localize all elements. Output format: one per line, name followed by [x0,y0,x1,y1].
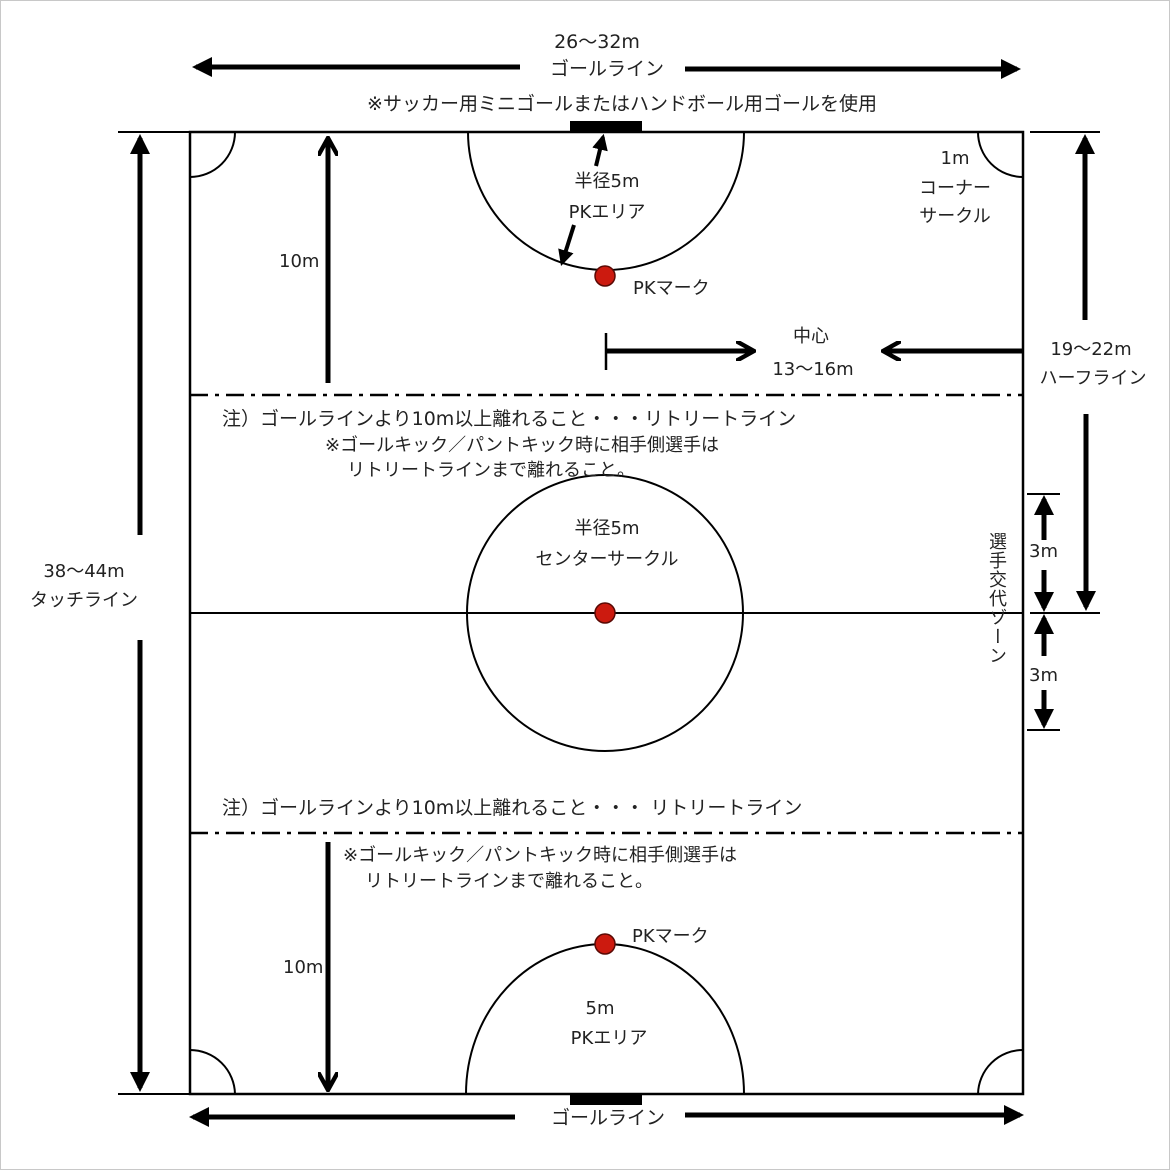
touch-line-label: タッチライン [30,590,138,611]
corner-size-label: 1m [940,148,970,169]
corner-label-line1: コーナー [919,178,991,199]
sub-zone-arrows [1027,493,1060,731]
ten-m-bottom-label: 10m [283,957,324,978]
goal-bottom-icon [570,1094,642,1105]
pk-mark-top-icon [594,265,616,287]
corner-label-line2: サークル [919,206,991,227]
retreat-note-top: 注）ゴールラインより10m以上離れること・・・リトリートライン [222,408,797,430]
retreat-sub1-bottom: ※ゴールキック／パントキック時に相手側選手は [343,845,737,866]
half-line-value: 19〜22m [1050,339,1132,360]
center-circle-label: センターサークル [535,549,679,570]
retreat-sub1-top: ※ゴールキック／パントキック時に相手側選手は [325,435,719,456]
sub-zone-bottom-value: 3m [1029,665,1058,686]
center-mark-icon [594,602,616,624]
center-circle-radius-label: 半径5m [574,518,640,539]
half-line-label: ハーフライン [1039,368,1147,389]
pk-radius-arrow-up [592,133,608,167]
half-line-arrows [1030,131,1100,614]
center-measure-label: 中心 [793,326,829,347]
bottom-goal-line-arrows [189,1105,1024,1127]
pk-area-label: PKエリア [568,202,646,223]
goal-line-width-arrows [192,57,1021,79]
center-measure-arrows [604,333,1023,370]
retreat-note-bottom: 注）ゴールラインより10m以上離れること・・・ リトリートライン [222,797,803,819]
retreat-sub2-bottom: リトリートラインまで離れること。 [365,871,653,892]
goal-line-width-value: 26〜32m [554,31,640,53]
ten-m-top-label: 10m [279,251,320,272]
goal-note: ※サッカー用ミニゴールまたはハンドボール用ゴールを使用 [367,93,877,115]
pk-radius-label-bottom: 5m [585,998,615,1019]
pk-radius-arrow-down [558,224,576,267]
bottom-goal-line-label: ゴールライン [550,1107,666,1129]
sub-zone-label: 選手交代ゾーン [986,532,1007,665]
sub-zone-top-value: 3m [1029,541,1058,562]
pk-mark-label-bottom: PKマーク [632,926,709,947]
goal-line-label: ゴールライン [549,58,665,80]
touch-line-arrows [118,131,190,1095]
pk-mark-bottom-icon [594,933,616,955]
center-measure-value: 13〜16m [772,359,854,380]
pk-area-label-bottom: PKエリア [570,1028,648,1049]
pk-mark-label-top: PKマーク [633,278,710,299]
goal-top-icon [570,121,642,133]
touch-line-value: 38〜44m [43,561,125,582]
retreat-sub2-top: リトリートラインまで離れること。 [347,460,635,481]
center-circle [466,474,744,752]
pk-radius-label: 半径5m [574,171,640,192]
corner-arcs [189,131,1024,1095]
pk-area-top [467,131,745,271]
pk-area-bottom [465,943,745,1095]
